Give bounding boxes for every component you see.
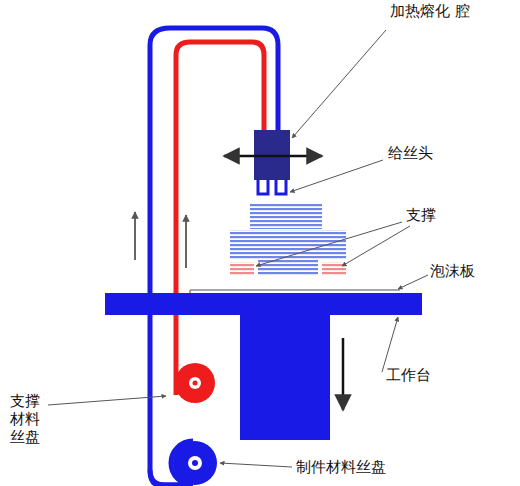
part-spool [173, 441, 217, 485]
part-label: 支撑 [404, 206, 438, 224]
foam-board [190, 289, 400, 291]
part-label: 工作台 [384, 366, 433, 384]
nozzle [258, 180, 268, 194]
work-table [105, 293, 422, 315]
support-block [230, 262, 254, 276]
part-label: 加热熔化 腔 [388, 2, 472, 20]
support-spool [175, 363, 215, 403]
leader-lines [48, 30, 428, 467]
part-layers [250, 203, 322, 229]
part-label: 支撑 材料 丝盘 [8, 392, 48, 446]
part-label: 制件材料丝盘 [294, 458, 388, 476]
part-label: 泡沫板 [428, 262, 477, 280]
part-label: 给丝头 [386, 144, 435, 162]
